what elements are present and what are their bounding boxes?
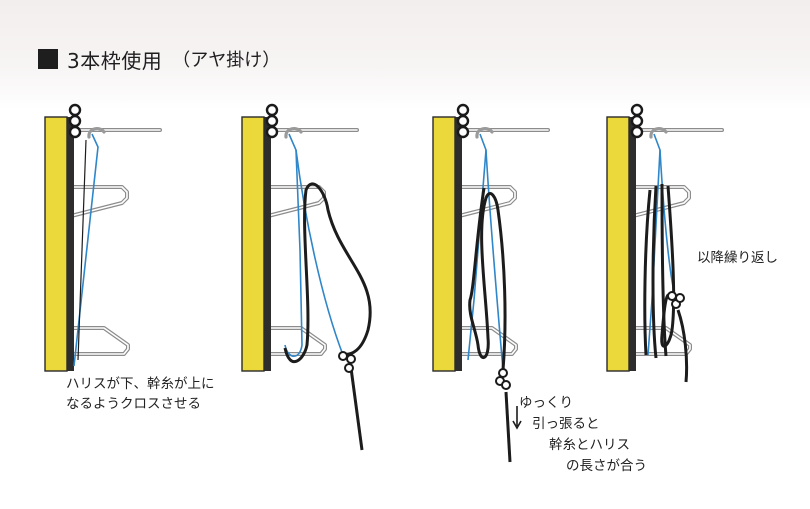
step-4-note: 以降繰り返し xyxy=(697,250,778,266)
header-background xyxy=(0,0,810,110)
step-3-note-1: ゆっくり xyxy=(519,395,573,411)
page-title: 3本枠使用 （アヤ掛け） xyxy=(38,44,280,74)
step-1-diagram xyxy=(43,103,162,373)
step-3-note-4: の長さが合う xyxy=(566,458,647,474)
step-3-note-3: 幹糸とハリス xyxy=(549,437,630,453)
step-2-diagram xyxy=(240,103,372,451)
step-1-note-line-2: なるようクロスさせる xyxy=(66,396,201,412)
step-4-diagram xyxy=(605,103,724,383)
title-sub: （アヤ掛け） xyxy=(172,50,281,71)
step-1-note: ハリスが下、幹糸が上に なるようクロスさせる xyxy=(66,374,215,414)
step-3-diagram xyxy=(431,103,550,463)
title-square-icon xyxy=(38,49,58,69)
step-3-note-2: 引っ張ると xyxy=(532,416,600,432)
title-main: 3本枠使用 xyxy=(67,48,163,73)
step-1-note-line-1: ハリスが下、幹糸が上に xyxy=(66,376,215,392)
